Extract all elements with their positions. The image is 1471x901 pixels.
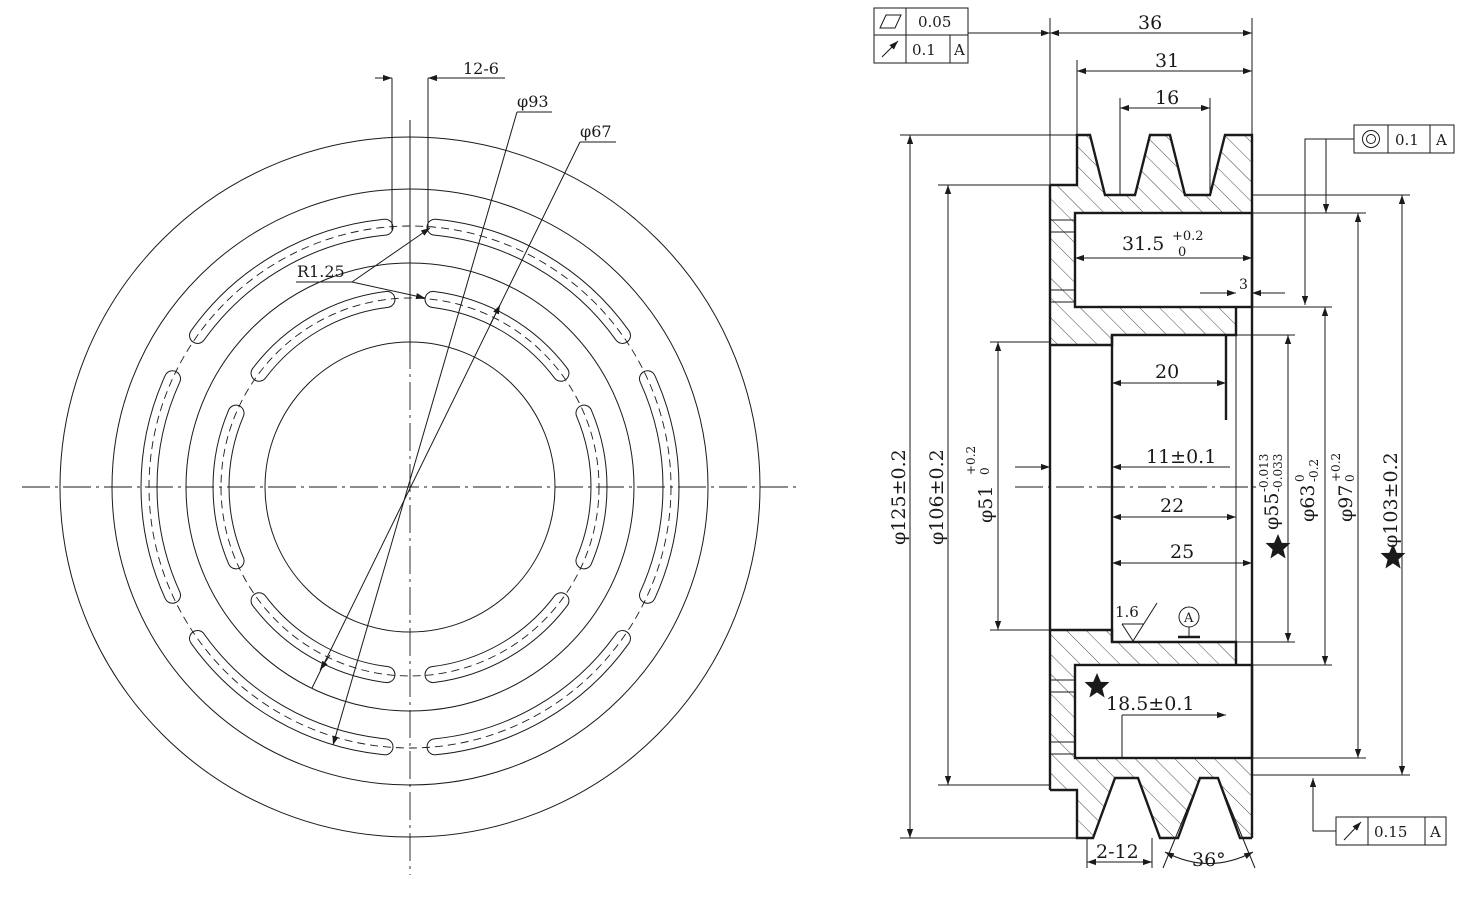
dim-16-group: 16 bbox=[1119, 87, 1211, 195]
dia-63-group: φ63 0 -0.2 bbox=[1236, 306, 1332, 666]
dia-97-tol-upper: +0.2 bbox=[1329, 453, 1343, 482]
dim-recess-depth: 31.5 bbox=[1122, 233, 1164, 255]
dim-18-5: 18.5±0.1 bbox=[1106, 693, 1194, 715]
slot bbox=[189, 630, 394, 756]
dim-18-5-group: 18.5±0.1 bbox=[1106, 693, 1226, 758]
concentricity-value: 0.1 bbox=[1395, 131, 1419, 149]
roughness-symbol: 1.6 bbox=[1115, 602, 1158, 642]
radius-dimension: R1.25 bbox=[296, 227, 431, 300]
dim-recess-tol-lower: 0 bbox=[1178, 245, 1186, 260]
concentricity-icon bbox=[1362, 130, 1380, 148]
slot-width-dimension: 12-6 bbox=[375, 59, 505, 230]
runout-top-datum: A bbox=[953, 41, 965, 59]
dim-3-group: 3 bbox=[1200, 277, 1285, 297]
runout-bottom-value: 0.15 bbox=[1374, 823, 1407, 841]
dim-groove-pitch: 16 bbox=[1155, 87, 1179, 109]
lower-outline bbox=[1050, 628, 1254, 840]
dim-3: 3 bbox=[1239, 277, 1248, 293]
section-view: 36 31 16 31.5 +0.2 0 3 20 bbox=[873, 7, 1455, 871]
dia-55: φ55 bbox=[1261, 493, 1283, 530]
dia-51-group: φ51 +0.2 0 bbox=[964, 341, 1050, 631]
slot bbox=[424, 592, 570, 684]
dim-36-group: 36 bbox=[1049, 12, 1253, 185]
fcf-runout-bottom: 0.15 A bbox=[1309, 778, 1447, 846]
dia-63-tol-upper: 0 bbox=[1293, 474, 1307, 482]
slot bbox=[250, 290, 396, 382]
upper-section-hatch bbox=[1050, 135, 1252, 345]
dia-51-tol-lower: 0 bbox=[978, 467, 992, 475]
slot bbox=[250, 592, 396, 684]
dim-22: 22 bbox=[1160, 495, 1184, 517]
circular-runout-icon bbox=[881, 40, 899, 58]
dim-width-36: 36 bbox=[1138, 12, 1162, 34]
dia-97-tol-lower: 0 bbox=[1343, 474, 1357, 482]
dia-125-group: φ125±0.2 bbox=[888, 134, 1077, 839]
dim-31-5-group: 31.5 +0.2 0 bbox=[1075, 229, 1252, 262]
dim-2-12-group: 2-12 bbox=[1086, 838, 1153, 868]
dim-11-group: 11±0.1 bbox=[1015, 446, 1230, 471]
roughness-value: 1.6 bbox=[1115, 603, 1139, 621]
slot bbox=[426, 630, 631, 756]
dia-125: φ125±0.2 bbox=[888, 449, 910, 545]
flatness-value: 0.05 bbox=[918, 13, 951, 31]
dim-angle: 36° bbox=[1192, 849, 1226, 871]
dim-11: 11±0.1 bbox=[1146, 446, 1216, 468]
fcf-top-left: 0.05 0.1 A bbox=[873, 7, 1050, 64]
slot bbox=[189, 218, 394, 344]
fcf-concentricity: 0.1 A bbox=[1301, 124, 1455, 305]
slot bbox=[639, 370, 680, 604]
dim-slot-width: 12-6 bbox=[463, 59, 499, 78]
dim-31-group: 31 bbox=[1076, 50, 1252, 135]
runout-bottom-datum: A bbox=[1429, 823, 1441, 841]
dia-103-group: φ103±0.2 bbox=[1252, 194, 1410, 776]
dim-22-group: 22 bbox=[1112, 495, 1236, 521]
dia-67-dimension: φ67 bbox=[311, 122, 616, 689]
lower-section-hatch bbox=[1050, 630, 1252, 838]
dia-55-group: φ55 -0.013 -0.033 bbox=[1236, 334, 1295, 643]
flatness-icon bbox=[879, 14, 902, 29]
dim-groove-top: 2-12 bbox=[1096, 841, 1139, 863]
circular-runout-icon bbox=[1343, 821, 1362, 841]
dia-97: φ97 bbox=[1335, 485, 1357, 522]
dia-51: φ51 bbox=[975, 486, 997, 523]
slot bbox=[426, 218, 631, 344]
front-view: 12-6 φ93 φ67 R1.25 bbox=[22, 59, 797, 875]
dim-recess-tol-upper: +0.2 bbox=[1172, 229, 1204, 244]
dia-51-tol-upper: +0.2 bbox=[964, 446, 978, 475]
dim-25-group: 25 bbox=[1112, 541, 1252, 567]
datum-label: A bbox=[1183, 611, 1194, 626]
star-icon bbox=[1380, 544, 1406, 569]
concentricity-datum: A bbox=[1435, 131, 1447, 149]
dia-106: φ106±0.2 bbox=[926, 449, 948, 545]
dia-55-tol-lower: -0.033 bbox=[1271, 454, 1285, 492]
dia-97-group: φ97 +0.2 0 bbox=[1252, 212, 1366, 759]
dia-106-group: φ106±0.2 bbox=[926, 184, 1050, 786]
dim-dia-67: φ67 bbox=[580, 122, 612, 141]
star-icon bbox=[1084, 673, 1110, 698]
dim-25: 25 bbox=[1170, 541, 1194, 563]
dim-20-group: 20 bbox=[1112, 361, 1226, 387]
dia-63: φ63 bbox=[1297, 485, 1319, 522]
dim-radius: R1.25 bbox=[297, 262, 345, 281]
slot bbox=[140, 370, 181, 604]
slot bbox=[575, 404, 608, 570]
slots-group bbox=[140, 218, 680, 756]
slot bbox=[212, 404, 245, 570]
runout-top-value: 0.1 bbox=[912, 41, 936, 59]
dim-dia-93: φ93 bbox=[517, 92, 549, 111]
dim-angle-group: 36° bbox=[1162, 777, 1256, 871]
dim-20: 20 bbox=[1155, 361, 1179, 383]
dia-55-tol-upper: -0.013 bbox=[1257, 454, 1271, 492]
dim-width-31: 31 bbox=[1155, 50, 1179, 72]
dia-93-dimension: φ93 bbox=[332, 92, 552, 746]
star-icon bbox=[1265, 534, 1291, 559]
dia-63-tol-lower: -0.2 bbox=[1307, 459, 1321, 482]
datum-symbol: A bbox=[1178, 606, 1200, 639]
dia-103: φ103±0.2 bbox=[1380, 452, 1402, 548]
slot bbox=[424, 290, 570, 382]
